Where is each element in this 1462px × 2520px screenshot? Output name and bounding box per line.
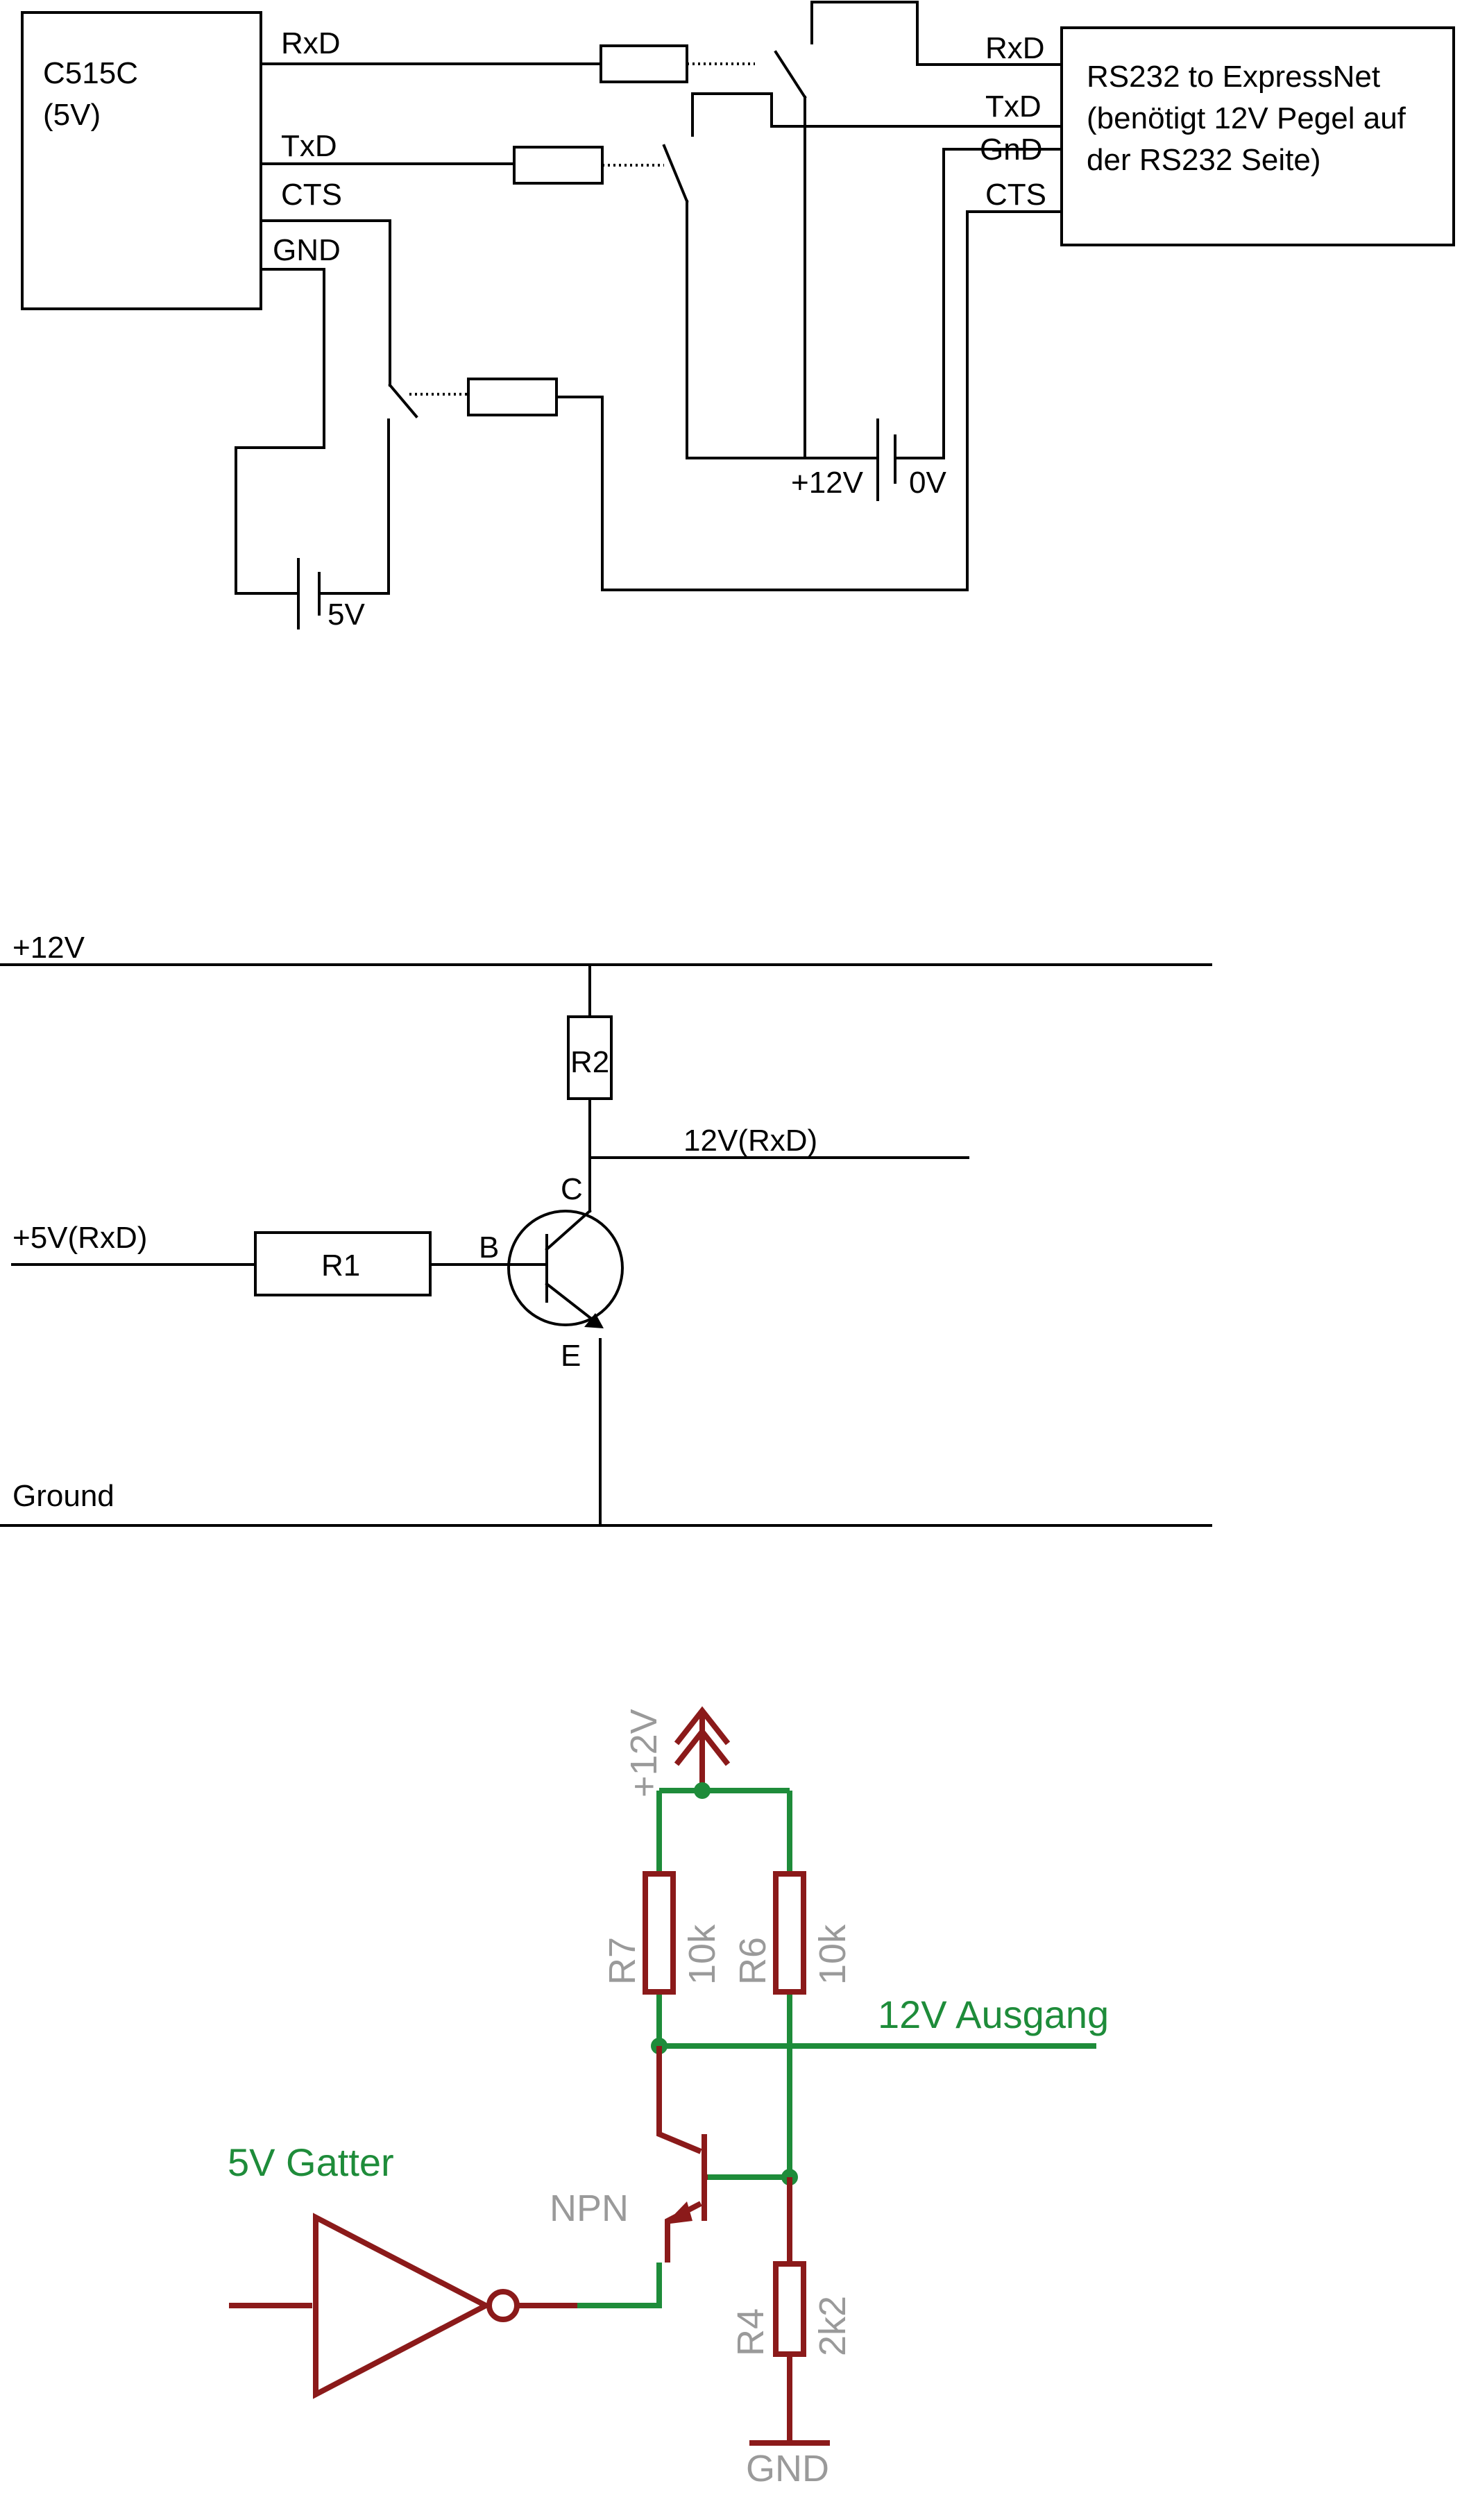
conv-pin-txd: TxD xyxy=(985,90,1042,124)
wire-gnd-5v xyxy=(235,268,325,595)
converter-box xyxy=(1060,26,1455,246)
inverter-bubble xyxy=(486,2289,520,2322)
wire-rxd-switch-top xyxy=(810,1,1063,66)
net-top xyxy=(656,1788,792,1874)
resistor-r6 xyxy=(773,1871,806,1995)
converter-line2: (benötigt 12V Pegel auf xyxy=(1087,101,1406,135)
rail-ground-label: Ground xyxy=(12,1479,114,1513)
r6-name: R6 xyxy=(732,1937,774,1985)
wire-txd-switch-top xyxy=(691,92,1063,137)
pin-c-label: C xyxy=(561,1172,583,1206)
resistor-rxd xyxy=(600,44,688,83)
rail-12v-label: +12V xyxy=(12,931,85,965)
mcu-pin-cts: CTS xyxy=(281,178,342,212)
r7-name: R7 xyxy=(602,1937,643,1985)
r7-value: 10k xyxy=(681,1924,723,1985)
transistor-diagram: +12V Ground R2 12V(RxD) +5V(RxD) R1 B C … xyxy=(0,931,1212,1527)
pin-e-label: E xyxy=(561,1339,581,1373)
r4-value: 2k2 xyxy=(812,2296,853,2356)
emitter-arrow-icon xyxy=(584,1313,604,1328)
switch-cts xyxy=(388,383,418,418)
supply-label: +12V xyxy=(623,1709,665,1798)
output-label: 12V(RxD) xyxy=(683,1124,817,1158)
switch-rxd xyxy=(774,50,807,99)
wire-cts xyxy=(260,219,391,387)
converter-line3: der RS232 Seite) xyxy=(1087,143,1321,177)
junction-top xyxy=(694,1782,711,1799)
npn-emitter xyxy=(665,2201,702,2263)
conv-pin-rxd: RxD xyxy=(985,31,1045,65)
resistor-txd xyxy=(513,146,604,185)
r1-label: R1 xyxy=(321,1249,360,1283)
npn-arrow-icon xyxy=(665,2201,692,2224)
resistor-cts xyxy=(467,378,558,416)
mcu-box xyxy=(21,11,262,310)
battery-12v-plus: +12V xyxy=(791,466,864,500)
npn-collector xyxy=(656,2046,702,2154)
mcu-name: C515C xyxy=(43,56,138,90)
wire-gnd-12v xyxy=(894,148,1063,459)
resistor-r2 xyxy=(567,1015,613,1100)
resistor-r1 xyxy=(254,1231,432,1296)
mcu-pin-gnd: GND xyxy=(273,233,341,267)
battery-5v-label: 5V xyxy=(328,598,365,632)
eagle-schematic: +12V 12V Ausgang 5V Gatter R7 10k R6 10k… xyxy=(228,1706,1109,2489)
npn-label: NPN xyxy=(550,2188,629,2229)
mcu-voltage: (5V) xyxy=(43,98,101,132)
r6-value: 10k xyxy=(812,1924,853,1985)
converter-line1: RS232 to ExpressNet xyxy=(1087,60,1380,94)
resistor-r7 xyxy=(643,1871,676,1995)
net-output xyxy=(656,1992,1096,2177)
r2-label: R2 xyxy=(570,1045,609,1079)
transistor-body xyxy=(507,1210,624,1326)
inverter-body xyxy=(313,2213,492,2399)
block-diagram: C515C (5V) RS232 to ExpressNet (benötigt… xyxy=(21,1,1455,632)
supply-arrow-icon xyxy=(674,1706,731,1791)
mcu-pin-rxd: RxD xyxy=(281,26,341,60)
conv-pin-cts: CTS xyxy=(985,178,1046,212)
wire-5v-switch xyxy=(318,418,390,595)
pin-b-label: B xyxy=(479,1231,499,1265)
r4-name: R4 xyxy=(730,2308,772,2356)
input-label: +5V(RxD) xyxy=(12,1221,147,1255)
output-label: 12V Ausgang xyxy=(878,1993,1109,2036)
wire-txd-switch-bottom xyxy=(686,200,879,459)
gnd-label: GND xyxy=(746,2448,829,2489)
wire-cts-return xyxy=(555,210,1063,591)
mcu-pin-txd: TxD xyxy=(281,129,337,163)
transistor-collector-leg xyxy=(545,1209,592,1251)
net-gate xyxy=(577,2263,662,2308)
battery-12v-minus: 0V xyxy=(909,466,946,500)
gate-label: 5V Gatter xyxy=(228,2140,394,2184)
switch-txd xyxy=(662,144,689,203)
resistor-r4 xyxy=(773,2261,806,2357)
